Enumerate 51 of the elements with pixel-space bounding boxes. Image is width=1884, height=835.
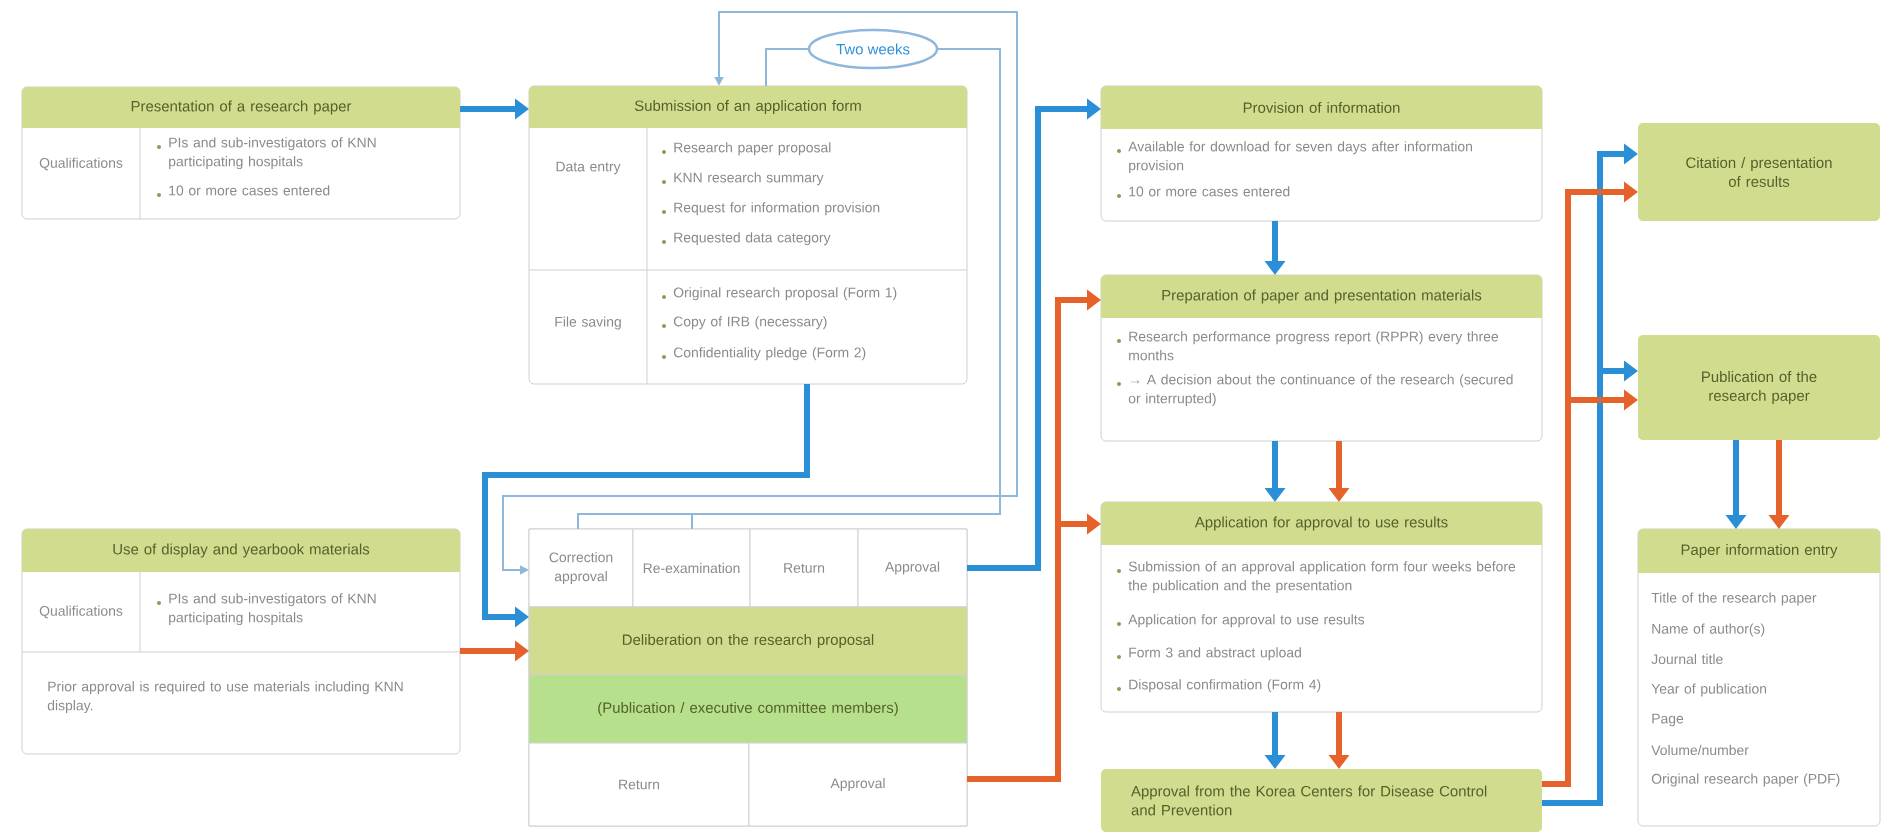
- table-cell: Return: [528, 742, 750, 827]
- card-heading: Presentation of a research paper: [22, 87, 460, 128]
- connector-line: [765, 48, 810, 87]
- list-item: Name of author(s): [1652, 623, 1765, 637]
- bullet-item: 10 or more cases entered: [157, 185, 330, 197]
- list-item: Title of the research paper: [1651, 592, 1817, 606]
- process-box: Citation / presentation of results: [1638, 123, 1880, 221]
- connector-line: [691, 48, 1001, 530]
- bullet-item: Submission of an approval application form four weeks before the publication and the presentation: [1117, 561, 1516, 594]
- bullet-item: Disposal confirmation (Form 4): [1117, 679, 1321, 693]
- list-item: Year of publication: [1651, 683, 1767, 697]
- bullet-item: PIs and sub-investigators of KNN participating hospitals: [157, 137, 376, 170]
- card-heading: Preparation of paper and presentation materials: [1101, 275, 1542, 318]
- bullet-item: PIs and sub-investigators of KNN participating hospitals: [157, 593, 376, 626]
- row-label: Data entry: [556, 161, 621, 175]
- bullet-item: Confidentiality pledge (Form 2): [662, 347, 866, 361]
- card-heading: Provision of information: [1101, 86, 1542, 129]
- bullet-item: Application for approval to use results: [1117, 614, 1365, 628]
- table-cell: Re-examination: [632, 528, 751, 608]
- card-heading: Application for approval to use results: [1101, 502, 1542, 545]
- bullet-item: Requested data category: [662, 232, 831, 246]
- note-text: Prior approval is required to use materials including KNN display.: [47, 681, 403, 714]
- bullet-item: Research performance progress report (RPPR) every three months: [1117, 331, 1499, 361]
- heading-band: Deliberation on the research proposal: [528, 606, 968, 676]
- bullet-item: Request for information provision: [662, 202, 880, 216]
- bullet-item: Form 3 and abstract upload: [1117, 647, 1301, 661]
- table-cell: Correction approval: [528, 528, 634, 608]
- row-label: File saving: [555, 316, 621, 330]
- bullet-item: Original research proposal (Form 1): [662, 287, 897, 301]
- table-cell: Approval: [857, 528, 968, 608]
- bullet-item: Available for download for seven days after information provision: [1117, 141, 1472, 174]
- arrow: [502, 11, 1018, 575]
- bullet-item: 10 or more cases entered: [1117, 186, 1290, 198]
- process-box: Approval from the Korea Centers for Disease Control and Prevention: [1101, 769, 1542, 832]
- list-item: Original research paper (PDF): [1651, 773, 1840, 787]
- row-label: Qualifications: [39, 605, 123, 619]
- card-heading: Submission of an application form: [529, 86, 967, 128]
- table-cell: Approval: [748, 742, 968, 827]
- process-box: Publication of the research paper: [1638, 335, 1880, 440]
- bullet-item: KNN research summary: [662, 172, 824, 186]
- list-item: Volume/number: [1651, 744, 1749, 756]
- bullet-item: Research paper proposal: [662, 142, 831, 156]
- row-label: Qualifications: [39, 157, 123, 171]
- card-heading: Paper information entry: [1638, 529, 1880, 573]
- table-cell: Return: [749, 528, 859, 608]
- bullet-item: → A decision about the continuance of the research (secured or interrupted): [1117, 374, 1513, 407]
- bullet-item: Copy of IRB (necessary): [662, 316, 827, 330]
- list-item: Page: [1652, 713, 1684, 727]
- heading-band: (Publication / executive committee members): [528, 674, 968, 744]
- card-heading: Use of display and yearbook materials: [22, 529, 460, 572]
- list-item: Journal title: [1651, 653, 1723, 665]
